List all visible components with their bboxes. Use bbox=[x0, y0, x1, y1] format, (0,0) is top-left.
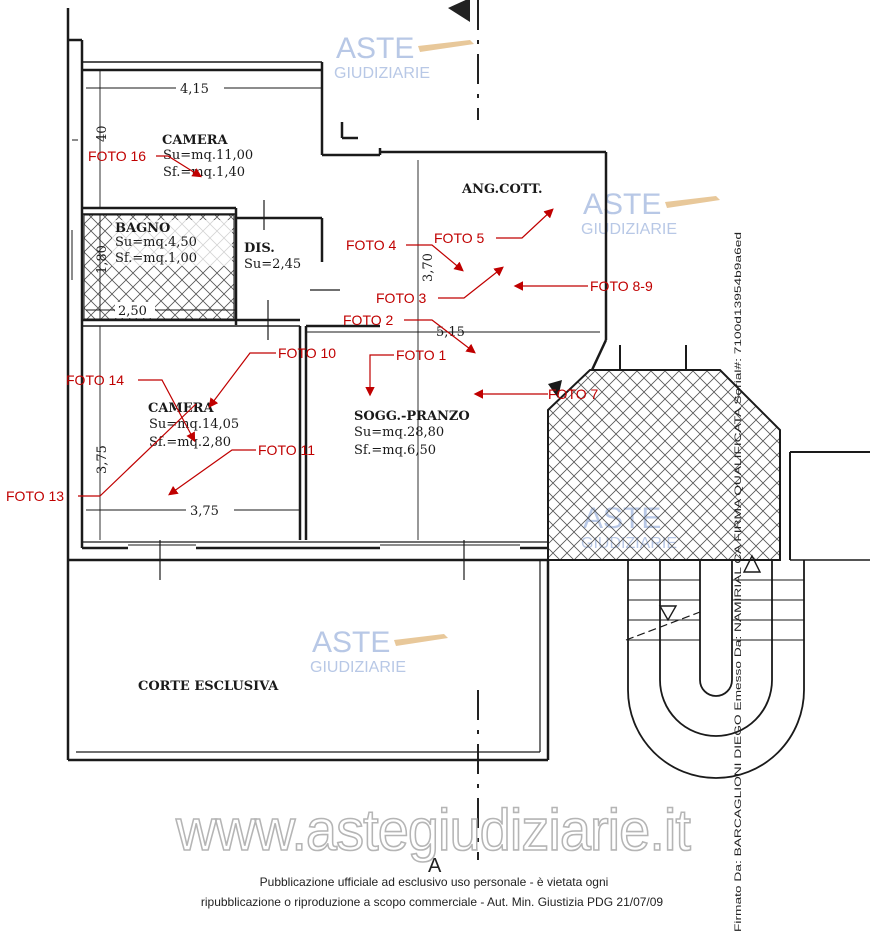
room-corte: CORTE ESCLUSIVA bbox=[138, 679, 279, 694]
label-foto-11: FOTO 11 bbox=[258, 442, 315, 458]
svg-text:BAGNO: BAGNO bbox=[115, 221, 170, 236]
room-camera-bottom: CAMERA Su=mq.14,05 Sf.=mq.2,80 bbox=[148, 401, 239, 450]
dimension-ang-height: 3,70 bbox=[421, 253, 436, 282]
svg-text:CAMERA: CAMERA bbox=[148, 401, 215, 416]
walls bbox=[66, 8, 608, 762]
svg-text:ASTE: ASTE bbox=[336, 32, 414, 65]
footer-line-2: ripubblicazione o riproduzione a scopo c… bbox=[201, 895, 664, 909]
svg-text:Su=mq.28,80: Su=mq.28,80 bbox=[354, 425, 444, 440]
svg-text:Su=mq.14,05: Su=mq.14,05 bbox=[149, 417, 239, 432]
digital-signature: Firmato Da: BARCAGLIONI DIEGO Emesso Da:… bbox=[733, 232, 743, 932]
svg-text:ASTE: ASTE bbox=[583, 188, 661, 221]
section-marker-bottom: A bbox=[428, 690, 479, 877]
watermark-logo: ASTE GIUDIZIARIE bbox=[334, 32, 474, 82]
svg-text:Su=2,45: Su=2,45 bbox=[244, 257, 301, 272]
svg-text:A: A bbox=[428, 855, 442, 877]
room-camera-top: CAMERA Su=mq.11,00 Sf.=mq.1,40 bbox=[162, 133, 253, 180]
label-foto-14: FOTO 14 bbox=[66, 372, 124, 388]
svg-text:Su=mq.4,50: Su=mq.4,50 bbox=[115, 235, 197, 250]
watermark-logo: ASTE GIUDIZIARIE bbox=[581, 188, 720, 238]
svg-text:Sf.=mq.2,80: Sf.=mq.2,80 bbox=[149, 435, 231, 450]
dimension-lines bbox=[86, 70, 600, 540]
room-dis: DIS. Su=2,45 bbox=[244, 241, 301, 272]
label-foto-13: FOTO 13 bbox=[6, 488, 64, 504]
label-foto-10: FOTO 10 bbox=[278, 345, 336, 361]
svg-text:GIUDIZIARIE: GIUDIZIARIE bbox=[334, 65, 430, 82]
photo-annotations bbox=[78, 155, 588, 497]
svg-text:CAMERA: CAMERA bbox=[162, 133, 229, 148]
watermark-url: www.astegiudiziarie.it bbox=[175, 798, 691, 863]
svg-text:Sf.=mq.6,50: Sf.=mq.6,50 bbox=[354, 443, 436, 458]
svg-text:GIUDIZIARIE: GIUDIZIARIE bbox=[310, 659, 406, 676]
staircase bbox=[625, 554, 805, 779]
label-foto-2: FOTO 2 bbox=[343, 312, 394, 328]
dimension-top-width: 4,15 bbox=[180, 82, 209, 97]
svg-text:CORTE ESCLUSIVA: CORTE ESCLUSIVA bbox=[138, 679, 279, 694]
room-soggiorno: SOGG.-PRANZO Su=mq.28,80 Sf.=mq.6,50 bbox=[354, 409, 470, 458]
dimension-left-top: 40 bbox=[95, 125, 110, 142]
label-foto-3: FOTO 3 bbox=[376, 290, 427, 306]
svg-text:Sf.=mq.1,40: Sf.=mq.1,40 bbox=[163, 165, 245, 180]
svg-text:DIS.: DIS. bbox=[244, 241, 275, 256]
label-foto-16: FOTO 16 bbox=[88, 148, 146, 164]
dimension-camera-height: 3,75 bbox=[95, 445, 110, 474]
room-bagno: BAGNO Su=mq.4,50 Sf.=mq.1,00 bbox=[112, 220, 232, 266]
dimension-camera-width: 3,75 bbox=[190, 504, 219, 519]
watermark-logo: ASTE GIUDIZIARIE bbox=[310, 626, 448, 676]
stair-landing bbox=[547, 345, 870, 561]
dimension-bagno-height: 1,80 bbox=[95, 245, 110, 274]
dimension-bagno-width: 2,50 bbox=[118, 304, 147, 319]
svg-text:GIUDIZIARIE: GIUDIZIARIE bbox=[581, 221, 677, 238]
dimension-sogg-width: 5,15 bbox=[436, 325, 465, 340]
room-ang-cott: ANG.COTT. bbox=[461, 182, 543, 197]
svg-text:ASTE: ASTE bbox=[312, 626, 390, 659]
svg-text:ANG.COTT.: ANG.COTT. bbox=[461, 182, 543, 197]
label-foto-4: FOTO 4 bbox=[346, 237, 397, 253]
svg-text:Su=mq.11,00: Su=mq.11,00 bbox=[163, 148, 253, 163]
label-foto-7: FOTO 7 bbox=[548, 386, 599, 402]
svg-text:SOGG.-PRANZO: SOGG.-PRANZO bbox=[354, 409, 470, 424]
svg-text:Sf.=mq.1,00: Sf.=mq.1,00 bbox=[115, 251, 197, 266]
label-foto-8-9: FOTO 8-9 bbox=[590, 278, 653, 294]
footer-line-1: Pubblicazione ufficiale ad esclusivo uso… bbox=[260, 875, 609, 889]
section-marker-top bbox=[448, 0, 479, 120]
photo-labels: FOTO 16 FOTO 4 FOTO 5 FOTO 3 FOTO 8-9 FO… bbox=[6, 148, 653, 504]
label-foto-1: FOTO 1 bbox=[396, 347, 447, 363]
label-foto-5: FOTO 5 bbox=[434, 230, 485, 246]
